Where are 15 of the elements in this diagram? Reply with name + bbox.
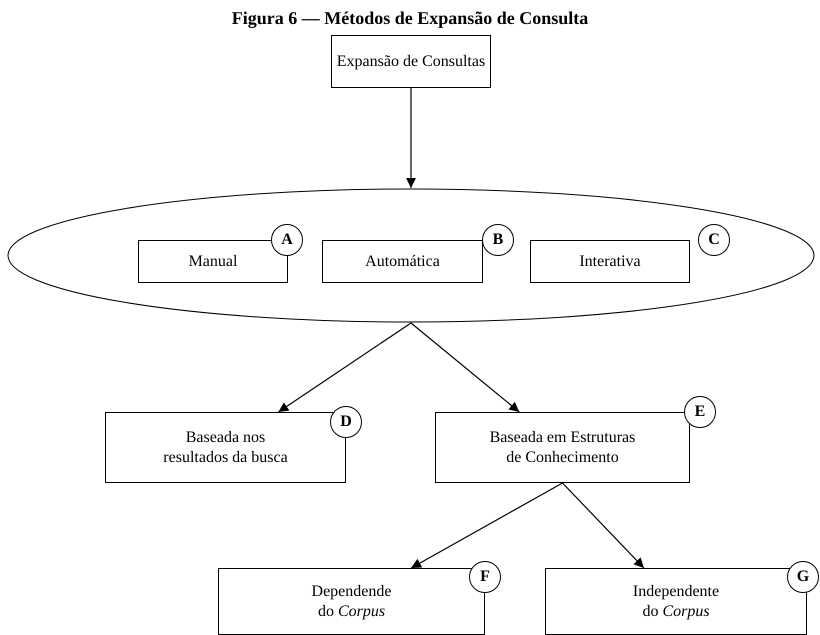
ellipse-container [7, 188, 815, 323]
arrow [410, 322, 520, 412]
letter-badge: G [787, 561, 819, 593]
arrow [406, 88, 416, 188]
letter-badge: E [684, 396, 716, 428]
arrow [410, 482, 563, 569]
arrow [562, 482, 644, 568]
letter-badge: D [330, 406, 362, 438]
category-box: Expansão de Consultas [331, 35, 491, 88]
arrow [278, 322, 412, 412]
category-box: Interativa [530, 240, 690, 283]
category-box: Automática [322, 240, 483, 283]
category-box: Baseada em Estruturas de Conhecimento [435, 412, 690, 483]
letter-badge: F [469, 561, 501, 593]
figure-title: Figura 6 — Métodos de Expansão de Consulta [230, 8, 590, 29]
